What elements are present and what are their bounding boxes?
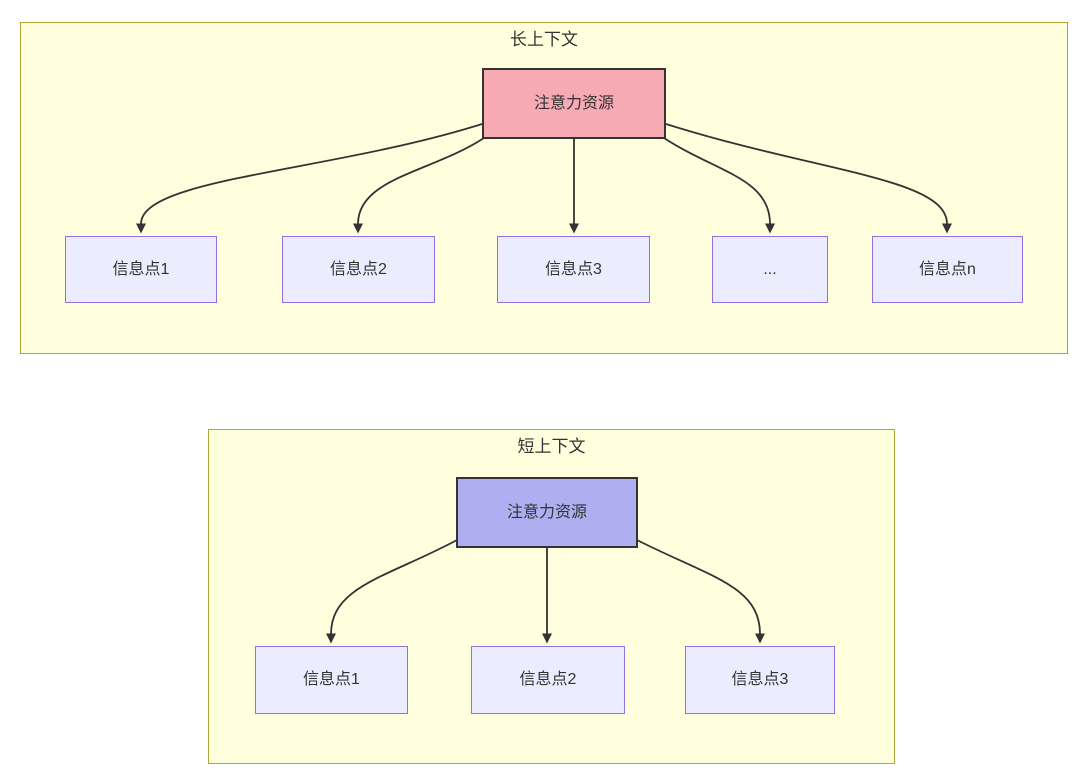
info-node-long-3: 信息点3	[497, 236, 650, 303]
attention-node-short: 注意力资源	[456, 477, 638, 548]
info-node-long-n: 信息点n	[872, 236, 1023, 303]
info-node-long-1: 信息点1	[65, 236, 217, 303]
long-context-title: 长上下文	[510, 30, 578, 49]
short-context-title: 短上下文	[517, 437, 586, 456]
info-node-short-3: 信息点3	[685, 646, 835, 714]
info-node-long-ellipsis: ...	[712, 236, 828, 303]
attention-node-long: 注意力资源	[482, 68, 666, 139]
info-node-short-2: 信息点2	[471, 646, 625, 714]
info-node-long-2: 信息点2	[282, 236, 435, 303]
info-node-short-1: 信息点1	[255, 646, 408, 714]
